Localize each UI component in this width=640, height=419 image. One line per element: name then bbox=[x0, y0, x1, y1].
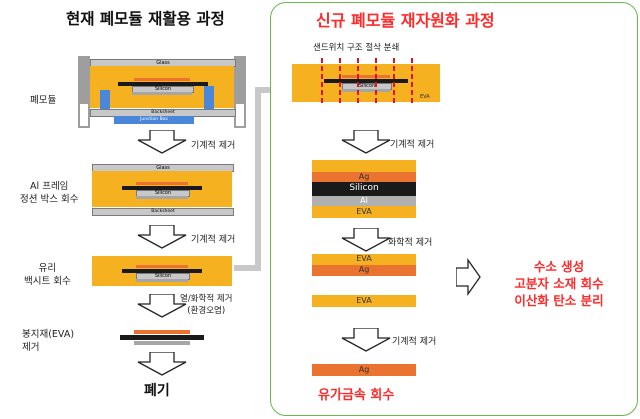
eva-ag-diagram: EVA Ag bbox=[312, 254, 416, 276]
right-arrow-icon bbox=[455, 257, 481, 297]
module-label: 폐모듈 bbox=[30, 95, 57, 106]
outcome-co2: 이산화 탄소 분리 bbox=[514, 293, 604, 308]
cut-label: 샌드위치 구조 절삭 분쇄 bbox=[313, 43, 400, 53]
right-arrow-1-label: 기계적 제거 bbox=[390, 140, 435, 150]
cell-only-diagram bbox=[120, 330, 204, 346]
cut-module-diagram: Silicon EVA bbox=[292, 58, 440, 106]
left-arrow-3-label: 열/화학적 제거 (환경오염) bbox=[180, 294, 233, 316]
outcomes-list: 수소 생성 고분자 소재 회수 이산화 탄소 분리 bbox=[484, 258, 634, 309]
left-arrow-2 bbox=[136, 224, 188, 253]
cut-lines bbox=[321, 58, 413, 106]
left-arrow-1 bbox=[136, 129, 188, 158]
module-eva-core-diagram: Silicon bbox=[92, 256, 232, 286]
outcome-arrow bbox=[455, 257, 482, 300]
layer-stack-diagram: Ag Silicon Al EVA bbox=[312, 160, 416, 218]
down-arrow-icon bbox=[137, 224, 187, 249]
right-title: 신규 폐모듈 재자원화 과정 bbox=[316, 11, 495, 30]
down-arrow-icon bbox=[137, 351, 187, 376]
step3-label: 봉지재(EVA) 제거 bbox=[22, 329, 75, 353]
left-arrow-2-label: 기계적 제거 bbox=[191, 235, 236, 245]
right-final-label: 유가금속 회수 bbox=[318, 388, 395, 403]
right-arrow-2-label: 화학적 제거 bbox=[388, 238, 433, 248]
right-arrow-2 bbox=[340, 227, 392, 256]
junction-box bbox=[100, 90, 110, 110]
module-no-frame-diagram: Glass Silicon EVA Backsheet bbox=[92, 164, 234, 217]
right-arrow-1 bbox=[340, 129, 392, 158]
right-arrow-3 bbox=[340, 327, 392, 356]
step1-label: Al 프레임 정션 박스 회수 bbox=[20, 181, 79, 205]
step2-label: 유리 백시트 회수 bbox=[24, 263, 71, 287]
stack-al: Al bbox=[312, 196, 416, 206]
left-arrow-4 bbox=[136, 351, 188, 380]
left-title: 현재 폐모듈 재활용 과정 bbox=[66, 10, 225, 28]
outcome-polymer: 고분자 소재 회수 bbox=[514, 276, 604, 291]
module-full-diagram: Glass Silicon Backsheet Junction Box bbox=[78, 56, 246, 128]
eva-only-diagram: EVA bbox=[312, 295, 416, 307]
down-arrow-icon bbox=[341, 227, 391, 252]
stack-eva: EVA bbox=[312, 206, 416, 218]
stack-ag: Ag bbox=[312, 172, 416, 182]
stack-silicon: Silicon bbox=[312, 182, 416, 196]
down-arrow-icon bbox=[341, 129, 391, 154]
right-arrow-3-label: 기계적 제거 bbox=[392, 337, 437, 347]
left-final-label: 폐기 bbox=[144, 383, 170, 399]
left-arrow-1-label: 기계적 제거 bbox=[191, 141, 236, 151]
outcome-hydrogen: 수소 생성 bbox=[533, 259, 585, 274]
down-arrow-icon bbox=[341, 327, 391, 352]
down-arrow-icon bbox=[137, 293, 187, 318]
down-arrow-icon bbox=[137, 129, 187, 154]
left-arrow-3 bbox=[136, 293, 188, 322]
ag-only-diagram: Ag bbox=[312, 364, 416, 376]
